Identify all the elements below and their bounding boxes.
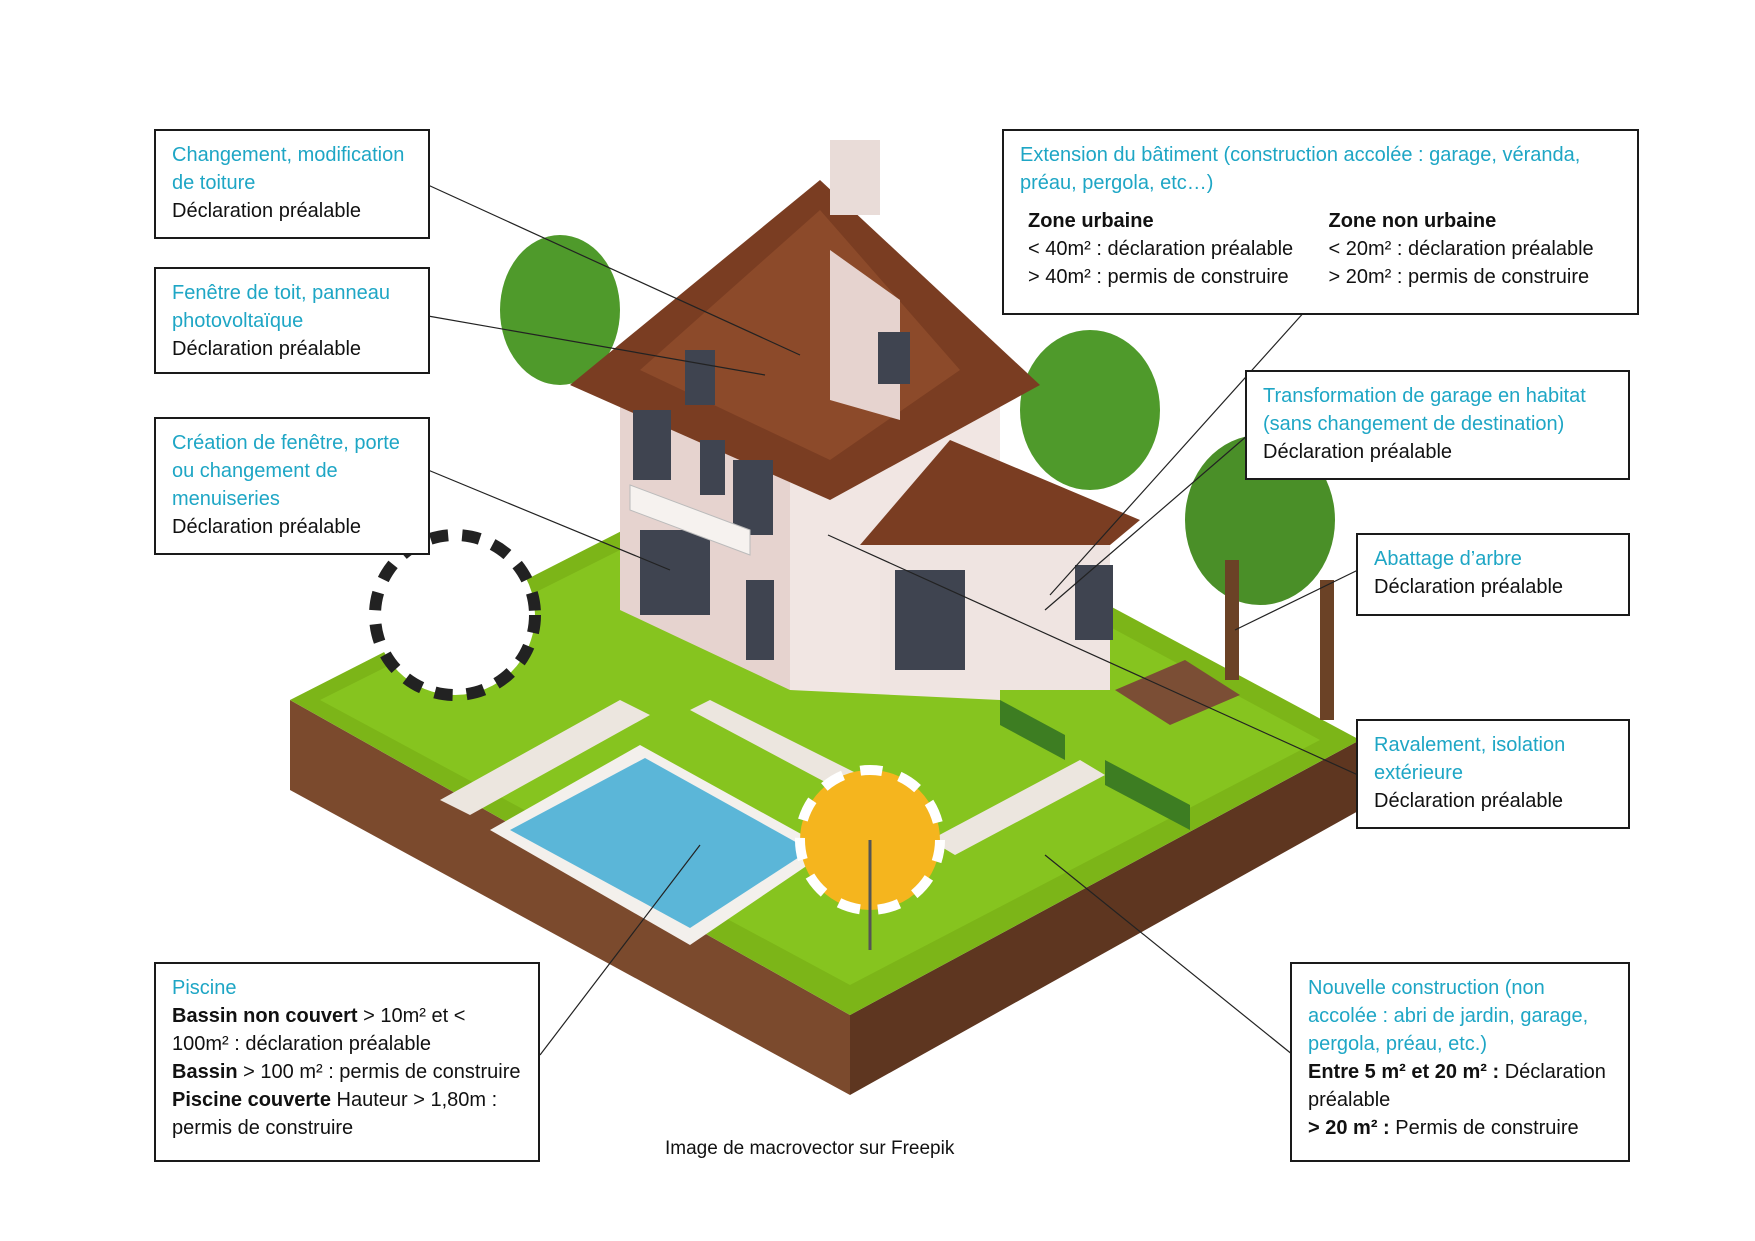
zone-urbaine-line2: > 40m² : permis de construire xyxy=(1028,266,1289,288)
label-arbre-title: Abattage d’arbre xyxy=(1374,548,1522,570)
nouvelle-line1-rest: Déclaration préalable xyxy=(1308,1061,1606,1111)
piscine-line1: Bassin non couvert > 10m² et < 100m² : d… xyxy=(172,1002,522,1058)
label-extension-title: Extension du bâtiment (construction acco… xyxy=(1020,144,1581,194)
grass-highlight xyxy=(320,460,1320,985)
label-fenetre-toit: Fenêtre de toit, panneau photovoltaïque … xyxy=(154,267,430,374)
label-arbre: Abattage d’arbre Déclaration préalable xyxy=(1356,533,1630,616)
leader-extension xyxy=(1049,299,1316,596)
path-left xyxy=(440,700,650,815)
garage-window xyxy=(1075,565,1113,640)
label-toiture-text: Déclaration préalable xyxy=(172,200,362,222)
nouvelle-line2: > 20 m² : Permis de construire xyxy=(1308,1114,1612,1142)
piscine-line3-bold: Piscine couverte xyxy=(172,1089,331,1111)
tree-left xyxy=(500,235,620,385)
chimney xyxy=(830,140,880,215)
window-4 xyxy=(733,460,773,535)
leader-piscine xyxy=(539,844,701,1056)
label-arbre-text: Déclaration préalable xyxy=(1374,576,1564,598)
path-right xyxy=(690,700,860,790)
path-walk xyxy=(930,760,1105,855)
label-garage-text: Déclaration préalable xyxy=(1263,441,1453,463)
piscine-line2: Bassin > 100 m² : permis de construire xyxy=(172,1058,522,1086)
window-2 xyxy=(633,410,671,480)
label-piscine: Piscine Bassin non couvert > 10m² et < 1… xyxy=(154,962,540,1162)
soil-left xyxy=(290,700,850,1095)
label-nouvelle: Nouvelle construction (non accolée : abr… xyxy=(1290,962,1630,1162)
leader-nouvelle xyxy=(1044,854,1294,1056)
zone-urbaine: Zone urbaine < 40m² : déclaration préala… xyxy=(1020,207,1321,291)
tree-trunk-1 xyxy=(1225,560,1239,680)
leader-toiture xyxy=(427,184,801,356)
balcony xyxy=(629,484,751,556)
nouvelle-line1: Entre 5 m² et 20 m² : Déclaration préala… xyxy=(1308,1058,1612,1114)
piscine-line3: Piscine couverte Hauteur > 1,80m : permi… xyxy=(172,1086,522,1142)
zone-non-urbaine: Zone non urbaine < 20m² : déclaration pr… xyxy=(1321,207,1622,291)
label-nouvelle-title: Nouvelle construction (non accolée : abr… xyxy=(1308,977,1589,1055)
piscine-line1-rest: > 10m² et < 100m² : déclaration préalabl… xyxy=(172,1005,466,1055)
leader-garage xyxy=(1044,434,1249,611)
label-creation-fenetre: Création de fenêtre, porte ou changement… xyxy=(154,417,430,555)
label-toiture-title: Changement, modification de toiture xyxy=(172,144,405,194)
door xyxy=(746,580,774,660)
label-fenetre-toit-text: Déclaration préalable xyxy=(172,338,362,360)
tree-right-1 xyxy=(1020,330,1160,490)
nouvelle-line2-rest: Permis de construire xyxy=(1389,1117,1579,1139)
leader-fenetre-toit xyxy=(427,315,766,376)
pool-water xyxy=(510,758,810,928)
label-creation-fenetre-text: Déclaration préalable xyxy=(172,516,362,538)
label-creation-fenetre-title: Création de fenêtre, porte ou changement… xyxy=(172,432,400,510)
leader-lines xyxy=(427,184,1359,1056)
label-piscine-title: Piscine xyxy=(172,977,237,999)
leader-creation-fenetre xyxy=(427,469,671,571)
nouvelle-line1-bold: Entre 5 m² et 20 m² : xyxy=(1308,1061,1500,1083)
leader-ravalement xyxy=(827,534,1359,776)
zone-non-urbaine-line1: < 20m² : déclaration préalable xyxy=(1328,238,1594,260)
piscine-line2-bold: Bassin xyxy=(172,1061,238,1083)
label-ravalement-text: Déclaration préalable xyxy=(1374,790,1564,812)
piscine-line2-rest: > 100 m² : permis de construire xyxy=(237,1061,521,1083)
window-5 xyxy=(640,530,710,615)
nouvelle-line2-bold: > 20 m² : xyxy=(1308,1117,1390,1139)
window-1 xyxy=(685,350,715,405)
label-ravalement-title: Ravalement, isolation extérieure xyxy=(1374,734,1566,784)
label-ravalement: Ravalement, isolation extérieure Déclara… xyxy=(1356,719,1630,829)
zone-non-urbaine-line2: > 20m² : permis de construire xyxy=(1328,266,1590,288)
label-fenetre-toit-title: Fenêtre de toit, panneau photovoltaïque xyxy=(172,282,390,332)
hedge-2 xyxy=(1105,760,1190,830)
tree-trunk-2 xyxy=(1320,580,1334,720)
garden-table xyxy=(1115,660,1240,725)
label-garage-title: Transformation de garage en habitat (san… xyxy=(1263,385,1586,435)
zone-non-urbaine-heading: Zone non urbaine xyxy=(1328,210,1497,232)
label-garage: Transformation de garage en habitat (san… xyxy=(1245,370,1630,480)
garage-roof xyxy=(860,440,1140,545)
zone-urbaine-heading: Zone urbaine xyxy=(1028,210,1154,232)
piscine-line3-rest: Hauteur > 1,80m : permis de construire xyxy=(172,1089,498,1139)
label-toiture: Changement, modification de toiture Décl… xyxy=(154,129,430,239)
hedge-1 xyxy=(1000,700,1065,760)
garage-door xyxy=(895,570,965,670)
label-extension: Extension du bâtiment (construction acco… xyxy=(1002,129,1639,315)
image-credit: Image de macrovector sur Freepik xyxy=(665,1138,955,1159)
zone-urbaine-line1: < 40m² : déclaration préalable xyxy=(1028,238,1294,260)
dormer-window xyxy=(878,332,910,384)
soil-right xyxy=(850,740,1360,1095)
leader-arbre xyxy=(1234,569,1359,631)
parasol-striped xyxy=(369,529,541,701)
piscine-line1-bold: Bassin non couvert xyxy=(172,1005,358,1027)
label-extension-zones: Zone urbaine < 40m² : déclaration préala… xyxy=(1020,207,1621,291)
window-3 xyxy=(700,440,725,495)
